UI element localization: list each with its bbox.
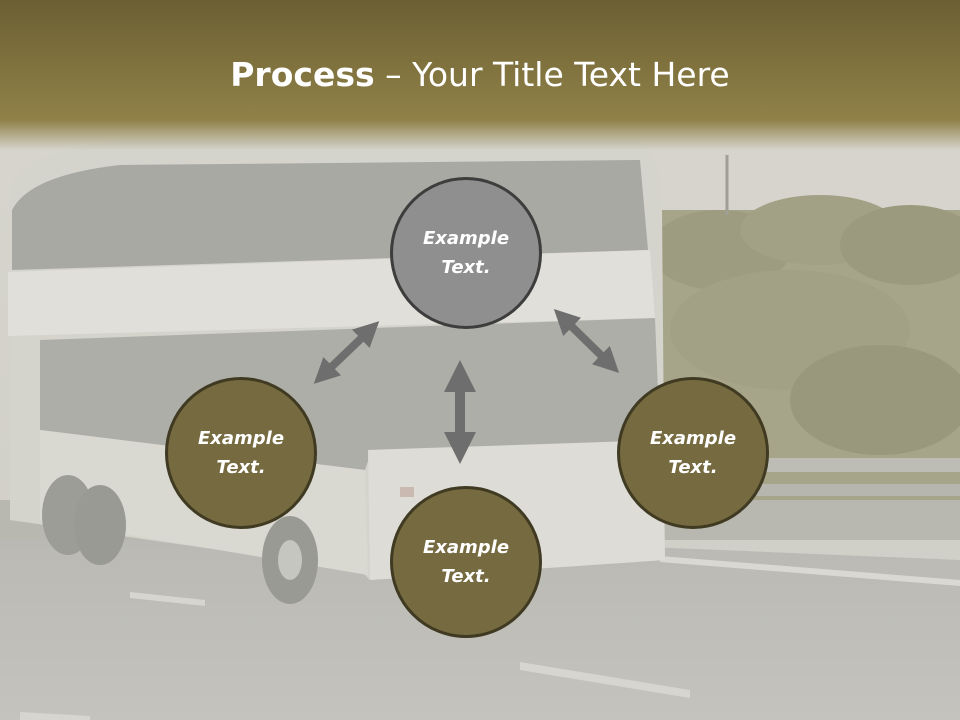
title-bar bbox=[0, 0, 960, 150]
title-rest: – Your Title Text Here bbox=[374, 55, 730, 94]
arrow-top-left bbox=[313, 321, 380, 384]
node-left-line2: Text. bbox=[216, 457, 266, 478]
arrow-top-right bbox=[553, 309, 620, 373]
node-bottom-line2: Text. bbox=[441, 566, 491, 587]
node-left-line1: Example bbox=[197, 428, 285, 449]
node-bottom-line1: Example bbox=[422, 537, 510, 558]
node-top-line1: Example bbox=[422, 228, 510, 249]
node-right-line1: Example bbox=[649, 428, 737, 449]
slide-title: Process – Your Title Text Here bbox=[0, 52, 960, 98]
node-right-line2: Text. bbox=[668, 457, 718, 478]
title-bold: Process bbox=[230, 55, 375, 94]
node-top-line2: Text. bbox=[441, 257, 491, 278]
